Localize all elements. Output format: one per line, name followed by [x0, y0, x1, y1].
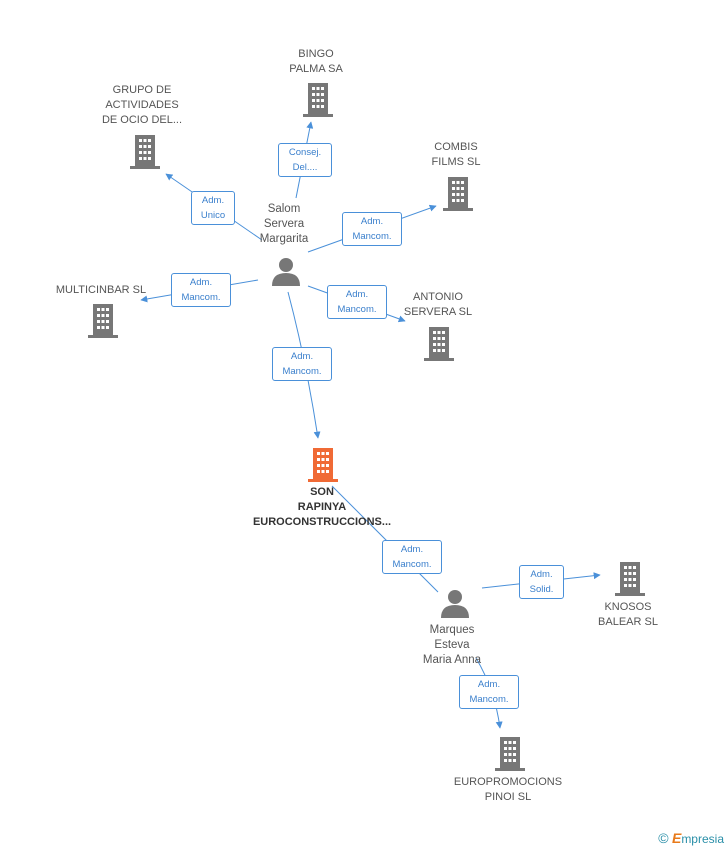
label-line: COMBIS: [434, 141, 478, 153]
role-line: Adm.: [530, 569, 553, 580]
building-icon[interactable]: [495, 737, 525, 771]
label-line: Salom: [267, 203, 301, 215]
label-line: FILMS SL: [431, 156, 481, 168]
role-line: Consej.: [288, 147, 322, 158]
label-line: PINOI SL: [484, 791, 532, 803]
role-line: Mancom.: [469, 694, 509, 705]
role-label-salom-combis[interactable]: Adm. Mancom.: [342, 212, 402, 246]
role-line: Adm.: [400, 544, 424, 555]
role-label-salom-grupo[interactable]: Adm. Unico: [191, 191, 235, 225]
building-icon[interactable]: [443, 177, 473, 211]
label-line: Esteva: [434, 639, 470, 651]
label-line: DE OCIO DEL...: [101, 114, 183, 126]
role-line: Mancom.: [337, 304, 377, 315]
role-line: Mancom.: [392, 559, 432, 570]
company-label-multicinbar[interactable]: MULTICINBAR SL: [51, 283, 151, 298]
role-line: Unico: [200, 210, 226, 221]
role-line: Del....: [292, 162, 318, 173]
main-company-label[interactable]: SON RAPINYA EUROCONSTRUCCIONS...: [236, 485, 408, 530]
label-line: PALMA SA: [289, 63, 343, 75]
role-label-salom-son[interactable]: Adm. Mancom.: [272, 347, 332, 381]
brand-watermark: © Empresia: [658, 830, 724, 846]
role-line: Adm.: [477, 679, 501, 690]
building-icon[interactable]: [88, 304, 118, 338]
label-line: Servera: [263, 218, 305, 230]
label-line: Margarita: [259, 233, 309, 245]
role-line: Mancom.: [352, 231, 392, 242]
role-label-marques-son[interactable]: Adm. Mancom.: [382, 540, 442, 574]
label-line: EUROCONSTRUCCIONS...: [252, 516, 392, 528]
role-label-marques-knosos[interactable]: Adm. Solid.: [519, 565, 564, 599]
role-line: Mancom.: [181, 292, 221, 303]
person-label-marques[interactable]: Marques Esteva Maria Anna: [412, 623, 492, 668]
company-label-combis[interactable]: COMBIS FILMS SL: [410, 140, 502, 170]
company-label-knosos[interactable]: KNOSOS BALEAR SL: [582, 600, 674, 630]
role-line: Adm.: [189, 277, 213, 288]
label-line: KNOSOS: [604, 601, 652, 613]
role-line: Solid.: [529, 584, 554, 595]
brand-name: mpresia: [681, 832, 724, 846]
label-line: BALEAR SL: [598, 616, 658, 628]
building-icon[interactable]: [424, 327, 454, 361]
edge-marques-son: [331, 485, 439, 593]
label-line: BINGO: [298, 48, 334, 60]
label-line: RAPINYA: [297, 501, 347, 513]
label-line: SERVERA SL: [403, 306, 473, 318]
copyright-icon: ©: [658, 830, 669, 846]
building-icon[interactable]: [615, 562, 645, 596]
person-icon[interactable]: [440, 589, 470, 619]
person-label-salom[interactable]: Salom Servera Margarita: [244, 202, 324, 247]
building-icon[interactable]: [303, 83, 333, 117]
role-line: Adm.: [201, 195, 225, 206]
label-line: ACTIVIDADES: [105, 99, 179, 111]
role-label-marques-europromocions[interactable]: Adm. Mancom.: [459, 675, 519, 709]
building-icon[interactable]: [130, 135, 160, 169]
role-line: Adm.: [290, 351, 314, 362]
person-icon[interactable]: [271, 257, 301, 287]
main-company-building-icon[interactable]: [308, 448, 338, 482]
role-line: Adm.: [360, 216, 384, 227]
company-label-europromocions[interactable]: EUROPROMOCIONS PINOI SL: [452, 775, 564, 805]
company-label-bingo[interactable]: BINGO PALMA SA: [268, 47, 364, 77]
label-line: Marques: [429, 624, 475, 636]
company-label-grupo[interactable]: GRUPO DE ACTIVIDADES DE OCIO DEL...: [92, 83, 192, 128]
role-line: Adm.: [345, 289, 369, 300]
role-line: Mancom.: [282, 366, 322, 377]
label-line: SON: [310, 486, 334, 498]
label-line: EUROPROMOCIONS: [453, 776, 563, 788]
label-line: MULTICINBAR SL: [55, 284, 147, 296]
role-label-salom-multicinbar[interactable]: Adm. Mancom.: [171, 273, 231, 307]
brand-initial: E: [671, 830, 682, 846]
label-line: Maria Anna: [422, 654, 482, 666]
company-label-antonio[interactable]: ANTONIO SERVERA SL: [392, 290, 484, 320]
label-line: ANTONIO: [413, 291, 463, 303]
role-label-salom-antonio[interactable]: Adm. Mancom.: [327, 285, 387, 319]
label-line: GRUPO DE: [112, 84, 172, 96]
role-label-salom-bingo[interactable]: Consej. Del....: [278, 143, 332, 177]
